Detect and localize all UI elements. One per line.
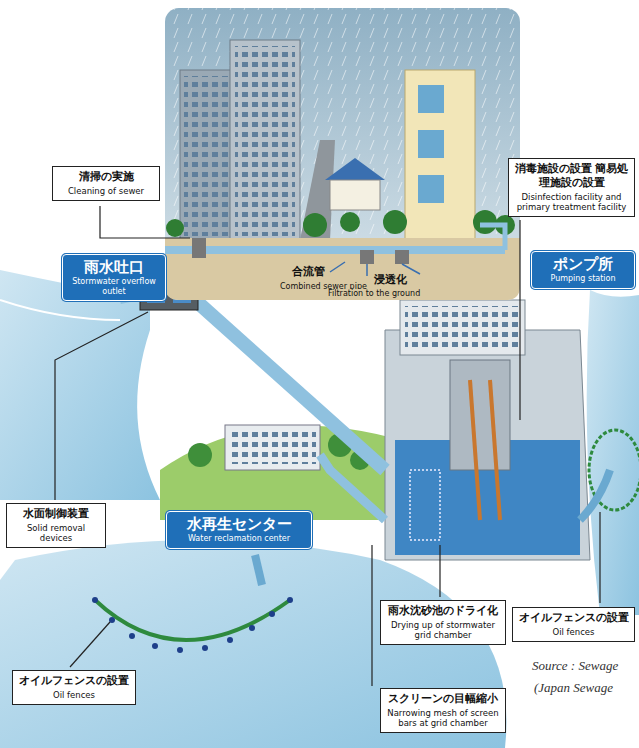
place-label: ポンプ所Pumping station (531, 251, 635, 289)
trees (166, 210, 515, 237)
pumping-station (385, 330, 590, 560)
measure-box: オイルフェンスの設置 Oil fences (12, 670, 136, 705)
outfall-pipe (255, 555, 262, 585)
measure-box: スクリーンの目幅縮小 Narrowing mesh of screen bars … (380, 688, 506, 733)
river (0, 270, 160, 500)
japanese-heading: 清掃の実施 (58, 170, 154, 184)
japanese-heading: 消毒施設の設置 簡易処理施設の設置 (514, 162, 629, 190)
measure-box: オイルフェンスの設置 Oil fences (512, 607, 635, 642)
office-building (230, 40, 300, 240)
pond (0, 540, 506, 748)
measure-box: 雨水沈砂池のドライ化 Drying up of stormwater grid c… (380, 600, 506, 645)
screen (410, 470, 440, 540)
part-label: 浸透化 (372, 272, 409, 287)
japanese-heading: 雨水沈砂池のドライ化 (386, 604, 500, 618)
english-subtitle: Cleaning of sewer (58, 186, 154, 196)
water-line (0, 300, 120, 320)
english-subtitle: Oil fences (518, 627, 629, 637)
japanese-heading: 水面制御装置 (12, 507, 100, 521)
english-subtitle: Stormwater overflow outlet (69, 277, 159, 296)
english-subtitle: Narrowing mesh of screen bars at grid ch… (386, 708, 500, 728)
place-label: 雨水吐口Stormwater overflow outlet (62, 254, 166, 301)
place-label: 水再生センターWater reclamation center (166, 511, 312, 549)
measure-box: 水面制御装置 Solid removal devices (6, 503, 106, 548)
english-subtitle: Oil fences (18, 690, 130, 700)
city-panel (165, 8, 520, 300)
windows (229, 430, 316, 464)
english-subtitle: Solid removal devices (12, 523, 100, 543)
english-subtitle: Disinfection facility and primary treatm… (514, 192, 629, 212)
oil-fence (95, 600, 290, 640)
source-note: (Japan Sewage (534, 680, 613, 696)
japanese-heading: オイルフェンスの設置 (18, 674, 130, 688)
english-subtitle: Pumping station (538, 274, 628, 284)
fence-floats (92, 597, 293, 653)
part-label: 合流管 (290, 264, 327, 279)
hill (160, 425, 400, 520)
japanese-heading: オイルフェンスの設置 (518, 611, 629, 625)
apartment (405, 70, 475, 240)
japanese-heading: 雨水吐口 (69, 258, 159, 276)
combined-sewer-pipe (195, 300, 385, 470)
japanese-heading: 水再生センター (173, 515, 305, 533)
river (587, 290, 639, 615)
measure-box: 消毒施設の設置 簡易処理施設の設置Disinfection facility a… (508, 158, 635, 217)
japanese-heading: ポンプ所 (538, 255, 628, 273)
house (330, 180, 380, 210)
reclamation-building (225, 425, 320, 470)
part-label: Filtration to the ground (326, 289, 422, 298)
measure-box: 清掃の実施 Cleaning of sewer (52, 166, 160, 201)
pipe (320, 455, 385, 520)
japanese-heading: スクリーンの目幅縮小 (386, 692, 500, 706)
english-subtitle: Water reclamation center (173, 534, 305, 544)
source-note: Source : Sewage (532, 658, 618, 674)
ground (165, 238, 520, 300)
pump-shafts (470, 380, 500, 520)
english-subtitle: Drying up of stormwater grid chamber (386, 620, 500, 640)
